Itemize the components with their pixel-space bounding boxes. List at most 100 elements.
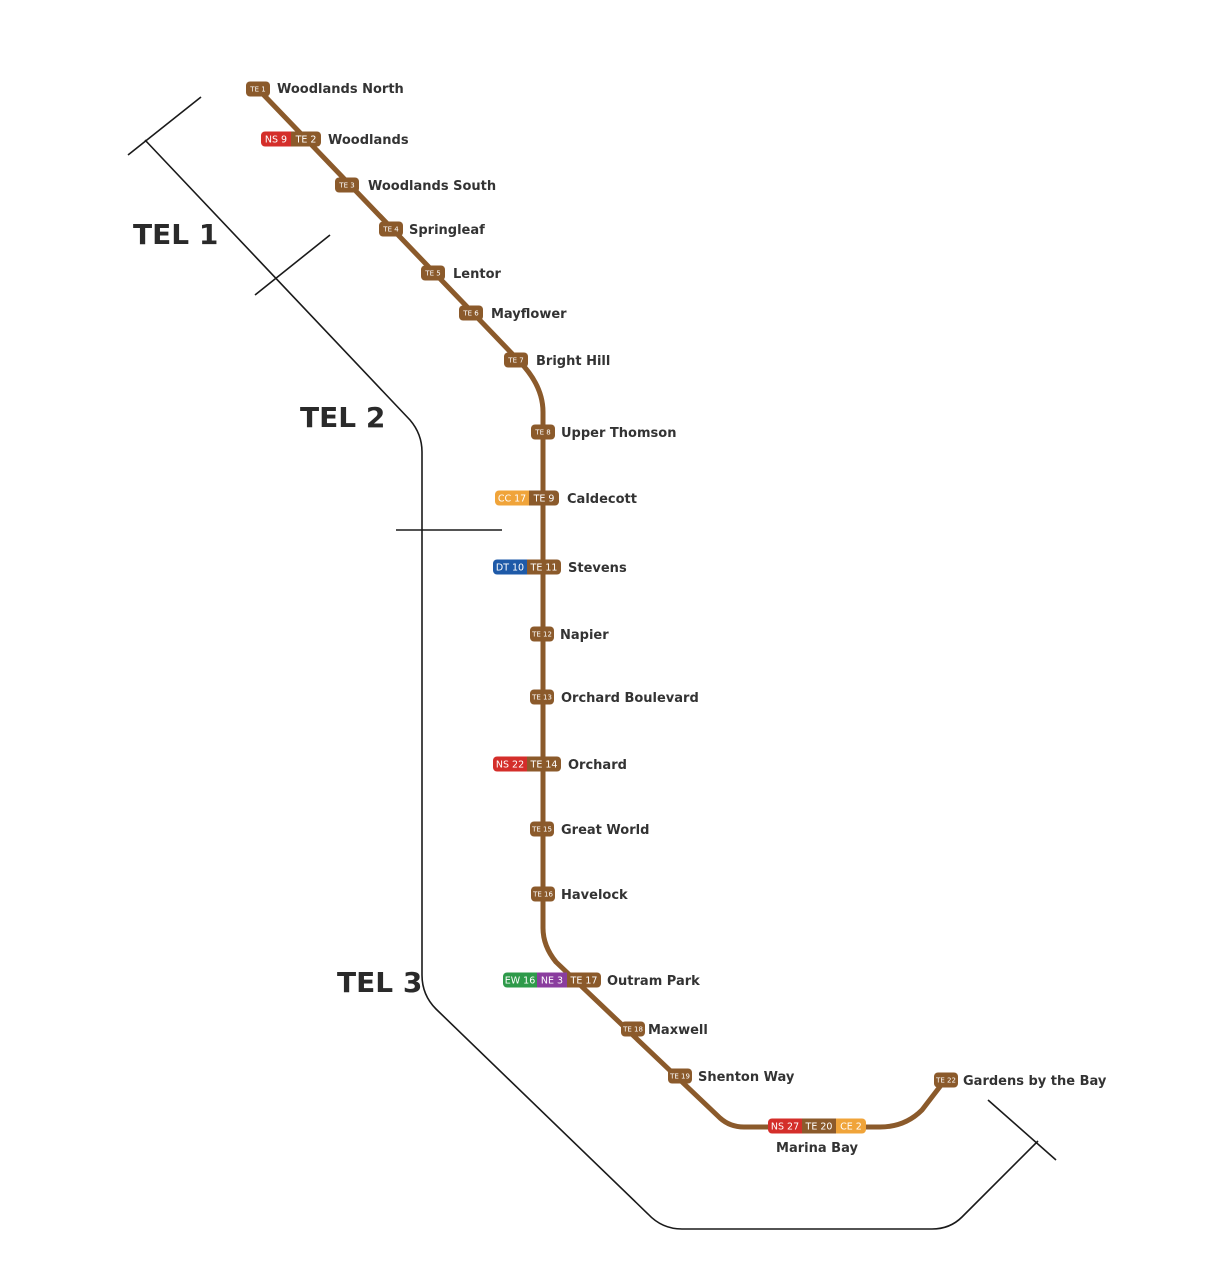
station-code-badge: TE 15 [530,821,554,837]
station-code-badge: CC 17 TE 9 [495,490,559,506]
code-segment-te [530,821,554,837]
station-code-label: TE 18 [622,1026,643,1034]
station-woodlands-north[interactable]: TE 1 Woodlands North [246,81,404,98]
code-segment-te [934,1072,958,1088]
station-name: Gardens by the Bay [963,1074,1107,1089]
stage-label-tel1: TEL 1 [133,218,218,251]
station-code-label: CE 2 [840,1122,862,1133]
te-line-route [255,86,948,1130]
station-name: Lentor [453,267,502,282]
station-code-badge: TE 19 [668,1068,692,1084]
station-name: Mayflower [491,307,567,322]
code-segment-te [527,756,561,772]
station-code-label: TE 3 [338,182,354,190]
code-segment-te [335,177,359,193]
code-segment-te [529,490,559,506]
code-segment-te [531,886,555,902]
station-lentor[interactable]: TE 5 Lentor [421,265,502,283]
station-code-badge: TE 4 [379,221,403,237]
bracket-tel1-2-divider [254,234,331,296]
code-segment-ew [503,972,537,988]
code-segment-te [527,559,561,575]
stage-label-tel3: TEL 3 [337,966,422,999]
station-name: Outram Park [607,974,700,989]
station-code-label: TE 6 [462,310,479,318]
code-segment-dt [493,559,527,575]
station-mayflower[interactable]: TE 6 Mayflower [459,305,567,323]
station-name: Caldecott [567,492,637,507]
station-code-badge: TE 18 [621,1021,645,1037]
station-springleaf[interactable]: TE 4 Springleaf [379,221,485,239]
station-code-label: TE 12 [531,631,552,639]
station-name: Stevens [568,561,627,576]
station-name: Napier [560,628,609,643]
station-code-badge: TE 12 [530,626,554,642]
station-code-label: CC 17 [498,494,526,505]
station-gardens-by-the-bay[interactable]: TE 22 Gardens by the Bay [934,1072,1107,1090]
station-great-world[interactable]: TE 15 Great World [530,821,649,839]
station-code-badge: TE 7 [504,352,528,368]
station-woodlands-south[interactable]: TE 3 Woodlands South [335,177,496,195]
station-napier[interactable]: TE 12 Napier [530,626,609,644]
station-code-label: TE 4 [382,226,399,234]
station-code-badge: TE 13 [530,689,554,705]
station-name: Havelock [561,888,628,903]
code-segment-te [459,305,483,321]
station-code-label: NS 27 [771,1122,799,1133]
code-segment-ce [836,1118,866,1134]
code-segment-te [530,689,554,705]
station-code-badge: TE 5 [421,265,445,281]
station-code-badge: TE 3 [335,177,359,193]
code-segment-te [530,626,554,642]
station-caldecott[interactable]: CC 17 TE 9 Caldecott [495,490,637,508]
code-segment-te [291,131,321,147]
code-segment-te [802,1118,836,1134]
station-code-label: TE 1 [249,86,265,94]
code-segment-ns [768,1118,802,1134]
station-name: Marina Bay [776,1141,858,1156]
station-name: Great World [561,823,649,838]
station-code-label: TE 16 [532,891,553,899]
station-code-label: TE 13 [531,694,552,702]
station-code-label: TE 8 [534,429,550,437]
bracket-tel1-top-tick [127,96,202,156]
station-code-label: TE 9 [533,494,555,505]
station-code-label: TE 22 [935,1077,956,1085]
station-code-label: EW 16 [505,976,536,987]
station-name: Springleaf [409,223,485,238]
code-segment-te [504,352,528,368]
station-name: Woodlands South [368,179,496,194]
station-code-label: TE 14 [530,760,558,771]
bracket-tel3-end-tick [987,1099,1057,1161]
station-name: Woodlands North [277,82,404,97]
station-code-label: TE 17 [570,976,598,987]
code-segment-cc [495,490,529,506]
stage-label-tel2: TEL 2 [300,401,385,434]
station-havelock[interactable]: TE 16 Havelock [531,886,628,904]
code-segment-ns [493,756,527,772]
station-code-label: TE 15 [531,826,552,834]
station-name: Woodlands [328,133,409,148]
station-code-badge: TE 22 [934,1072,958,1088]
code-segment-te [246,81,270,97]
station-code-label: TE 2 [295,135,317,146]
stage-brackets [127,96,1057,1230]
code-segment-te [567,972,601,988]
